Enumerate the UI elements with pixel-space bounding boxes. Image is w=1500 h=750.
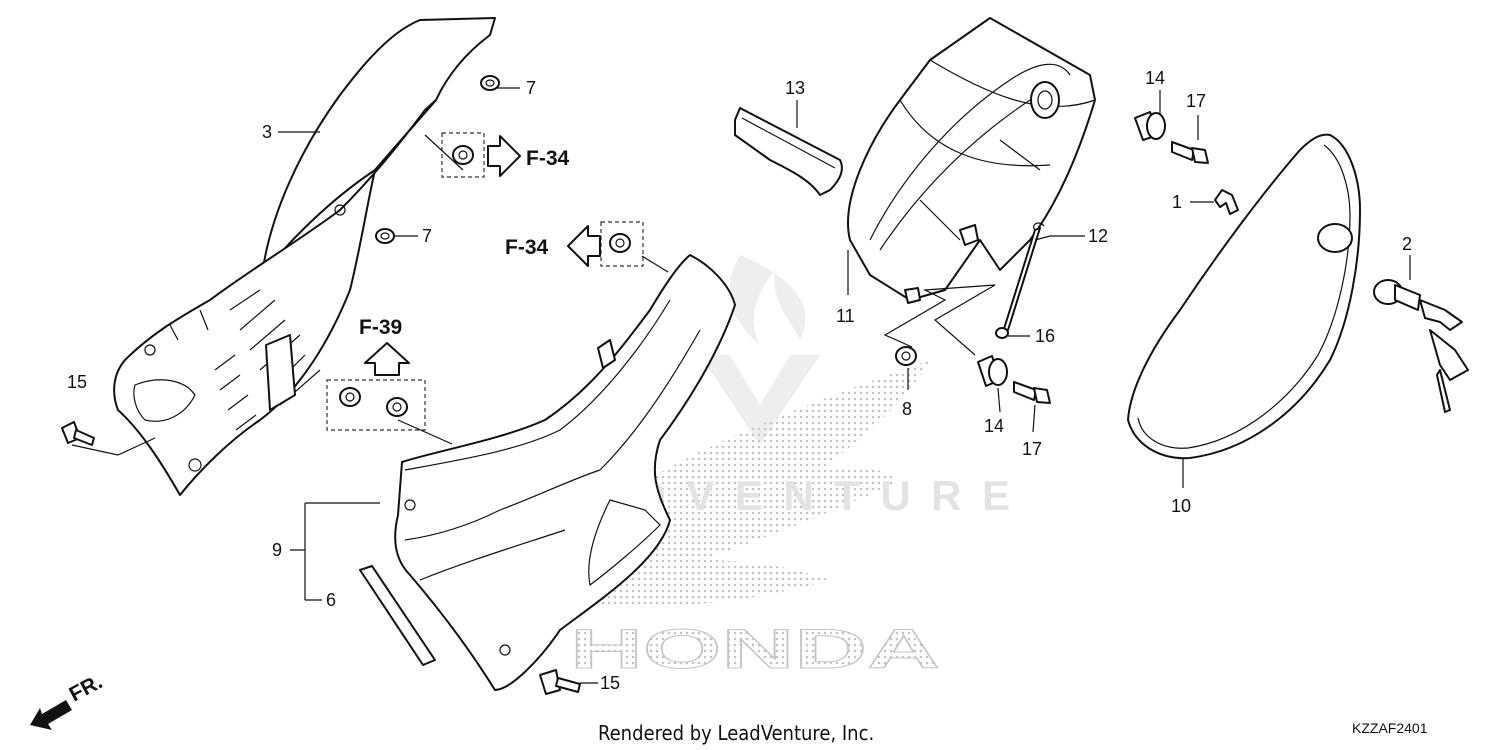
callout-17: 17	[1022, 439, 1042, 459]
callout-6: 6	[326, 590, 336, 610]
arrow-up-icon	[364, 342, 410, 376]
leadventure-logo-watermark	[700, 255, 820, 445]
part-8-grommet	[895, 346, 917, 366]
callout-7: 7	[526, 78, 536, 98]
callout-16: 16	[1035, 326, 1055, 346]
ref-box-top	[441, 132, 485, 178]
honda-watermark-text: HONDA	[570, 617, 940, 680]
part-15-bolt	[539, 669, 581, 695]
part-7-grommet	[480, 75, 500, 91]
arrow-left-icon	[567, 225, 601, 267]
ref-f34-right: F-34	[526, 147, 570, 170]
diagram-code: KZZAF2401	[1352, 720, 1428, 736]
callout-15: 15	[67, 372, 87, 392]
callout-10: 10	[1171, 496, 1191, 516]
callout-8: 8	[902, 399, 912, 419]
part-17-bolt	[1171, 141, 1209, 164]
callout-17: 17	[1186, 91, 1206, 111]
part-1-clip	[1214, 189, 1239, 215]
rendered-by-footer: Rendered by LeadVenture, Inc.	[598, 721, 874, 745]
ref-f34-left: F-34	[505, 236, 549, 259]
callout-3: 3	[262, 122, 272, 142]
callout-15: 15	[600, 673, 620, 693]
callout-14: 14	[984, 416, 1004, 436]
part-15-bolt	[61, 421, 95, 446]
part-9-side-shroud	[394, 254, 736, 691]
part-17-bolt	[1013, 381, 1051, 404]
leader-lines	[71, 87, 1411, 684]
arrow-front-icon	[30, 700, 72, 730]
part-16-nut	[995, 327, 1009, 339]
hardware	[61, 75, 1209, 695]
part-2-key-lock	[1373, 279, 1469, 413]
callout-14: 14	[1145, 68, 1165, 88]
callout-9: 9	[272, 540, 282, 560]
callout-7: 7	[422, 226, 432, 246]
front-label: FR.	[66, 670, 107, 706]
callout-12: 12	[1088, 226, 1108, 246]
ref-box-lower	[326, 379, 426, 431]
part-3-left-side-cover	[113, 17, 496, 496]
callout-13: 13	[785, 78, 805, 98]
part-13-strap	[734, 107, 843, 196]
callout-1: 1	[1172, 192, 1182, 212]
callout-11: 11	[836, 306, 855, 326]
arrow-right-icon	[487, 135, 521, 177]
callout-2: 2	[1402, 234, 1412, 254]
part-11-air-box-cover	[847, 17, 1096, 304]
part-6-seal-strip	[359, 565, 436, 666]
part-7-grommet	[375, 228, 395, 244]
front-direction-marker: FR.	[30, 670, 106, 730]
ref-f39: F-39	[359, 316, 402, 339]
part-10-right-side-cover	[1127, 133, 1361, 460]
